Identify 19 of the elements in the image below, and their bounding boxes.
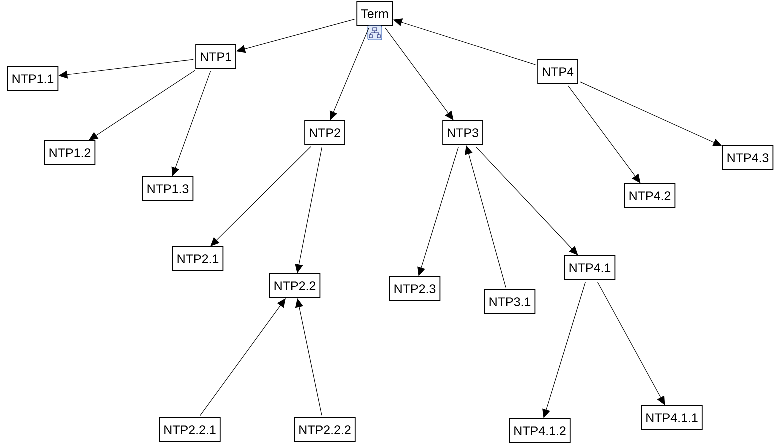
node-box: NTP2.3 [389,276,441,302]
node-box: NTP2 [304,120,346,146]
node-box: NTP3.1 [484,290,536,314]
node-box: NTP4.3 [722,146,774,170]
node-box: NTP1.2 [44,140,96,166]
node-box: NTP4.1 [564,256,616,280]
node-box: NTP2.2.1 [159,418,221,442]
node-box: NTP1.1 [7,66,59,92]
node-box: NTP2.1 [172,246,224,272]
node-box: NTP4 [538,60,578,84]
node-box: NTP1 [196,44,236,70]
node-box: NTP4.2 [624,184,676,208]
node-box: NTP4.1.2 [509,418,571,444]
node-box: NTP2.2.2 [294,418,356,442]
node-box: NTP4.1.1 [641,406,703,430]
node-box: NTP1.3 [142,176,194,202]
term-box: Term [356,2,394,26]
node-box: NTP2.2 [269,274,321,298]
node-box: NTP3 [442,120,484,146]
